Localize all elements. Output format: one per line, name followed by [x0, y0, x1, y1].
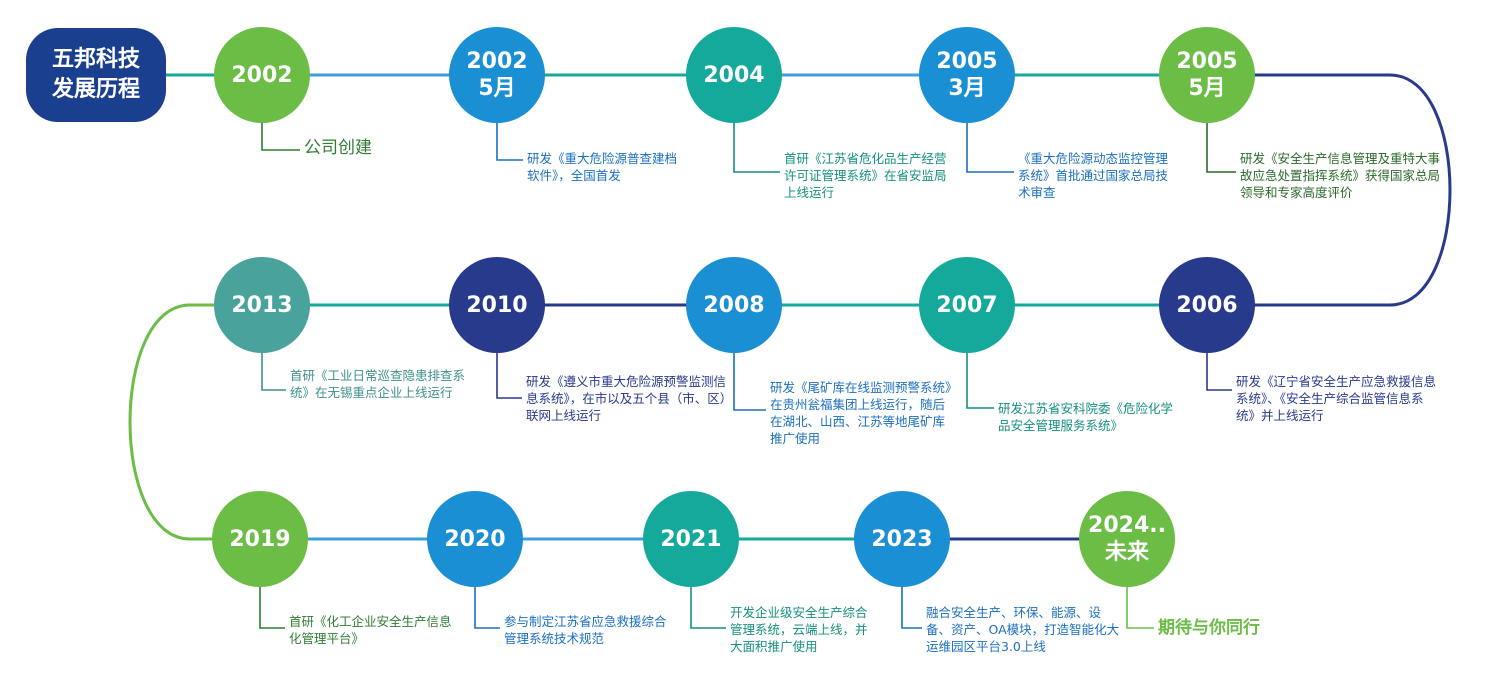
leader-n2005-5: [1206, 123, 1236, 173]
milestone-node-n2007: 2007: [919, 257, 1015, 353]
leader-n2006: [1206, 353, 1232, 391]
milestone-node-n2002: 2002: [214, 27, 310, 123]
milestone-node-n2020: 2020: [427, 491, 523, 587]
timeline-title-text: 五邦科技 发展历程: [51, 47, 140, 102]
leader-n2013: [261, 353, 286, 391]
leader-n2024: [1126, 587, 1154, 629]
leader-n2005-3: [966, 123, 1014, 173]
milestone-description: 期待与你同行: [1158, 618, 1260, 638]
milestone-node-n2006: 2006: [1159, 257, 1255, 353]
milestone-description: 研发《安全生产信息管理及重特大事故应急处置指挥系统》获得国家总局领导和专家高度评…: [1240, 151, 1441, 200]
leader-n2002: [261, 123, 300, 151]
milestone-description: 研发《尾矿库在线监测预警系统》在贵州瓮福集团上线运行，随后在湖北、山西、江苏等地…: [770, 380, 952, 446]
milestone-description: 首研《化工企业安全生产信息化管理平台》: [289, 614, 452, 646]
milestone-description: 首研《工业日常巡查隐患排查系统》在无锡重点企业上线运行: [290, 368, 466, 400]
milestone-year: 2008: [703, 292, 765, 318]
leader-n2019: [259, 587, 285, 629]
leader-n2021: [690, 587, 726, 629]
milestone-node-n2021: 2021: [643, 491, 739, 587]
milestone-description: 研发《遵义市重大危险源预警监测信息系统》，在市以及五个县（市、区）联网上线运行: [526, 374, 733, 423]
milestone-year: 2005 3月: [936, 49, 998, 101]
milestone-node-n2024: 2024.. 未来: [1079, 491, 1175, 587]
milestone-year: 2013: [231, 292, 293, 318]
leader-n2010: [496, 353, 522, 399]
milestone-description: 研发《辽宁省安全生产应急救援信息系统》、《安全生产综合监管信息系统》并上线运行: [1236, 374, 1437, 423]
milestone-description: 首研《江苏省危化品生产经营许可证管理系统》在省安监局上线运行: [784, 151, 947, 200]
milestone-description: 研发江苏省安科院委《危险化学品安全管理服务系统》: [998, 401, 1174, 433]
milestone-year: 2006: [1176, 292, 1238, 318]
leader-n2020: [474, 587, 500, 629]
milestone-year: 2010: [466, 292, 528, 318]
milestone-node-n2010: 2010: [449, 257, 545, 353]
connector-curve-right: [1207, 73, 1452, 307]
milestone-description: 参与制定江苏省应急救援综合管理系统技术规范: [504, 614, 667, 646]
milestone-node-n2002-5: 2002 5月: [449, 27, 545, 123]
milestone-year: 2002 5月: [466, 49, 528, 101]
milestone-year: 2024.. 未来: [1088, 513, 1166, 565]
milestone-description: 研发《重大危险源普查建档软件》，全国首发: [527, 151, 678, 183]
milestone-year: 2020: [444, 526, 506, 552]
milestone-node-n2005-3: 2005 3月: [919, 27, 1015, 123]
leader-n2008: [733, 353, 766, 411]
milestone-year: 2004: [703, 62, 765, 88]
milestone-description: 融合安全生产、环保、能源、设备、资产、OA模块，打造智能化大运维园区平台3.0上…: [926, 605, 1120, 654]
leader-n2004: [733, 123, 780, 173]
milestone-year: 2002: [231, 62, 293, 88]
milestone-node-n2019: 2019: [212, 491, 308, 587]
milestone-node-n2013: 2013: [214, 257, 310, 353]
milestone-description: 《重大危险源动态监控管理系统》首批通过国家总局技术审查: [1018, 151, 1169, 200]
timeline-title: 五邦科技 发展历程: [26, 28, 166, 122]
milestone-year: 2007: [936, 292, 998, 318]
connector-curve-left: [128, 303, 262, 541]
leader-n2002-5: [496, 123, 523, 161]
milestone-node-n2023: 2023: [854, 491, 950, 587]
milestone-node-n2005-5: 2005 5月: [1159, 27, 1255, 123]
milestone-year: 2021: [660, 526, 722, 552]
leader-n2007: [966, 353, 994, 409]
milestone-description: 公司创建: [304, 138, 372, 158]
milestone-year: 2019: [229, 526, 291, 552]
milestone-year: 2005 5月: [1176, 49, 1238, 101]
leader-n2023: [901, 587, 922, 629]
milestone-node-n2004: 2004: [686, 27, 782, 123]
milestone-description: 开发企业级安全生产综合管理系统，云端上线，并大面积推广使用: [730, 605, 868, 654]
milestone-year: 2023: [871, 526, 933, 552]
milestone-node-n2008: 2008: [686, 257, 782, 353]
